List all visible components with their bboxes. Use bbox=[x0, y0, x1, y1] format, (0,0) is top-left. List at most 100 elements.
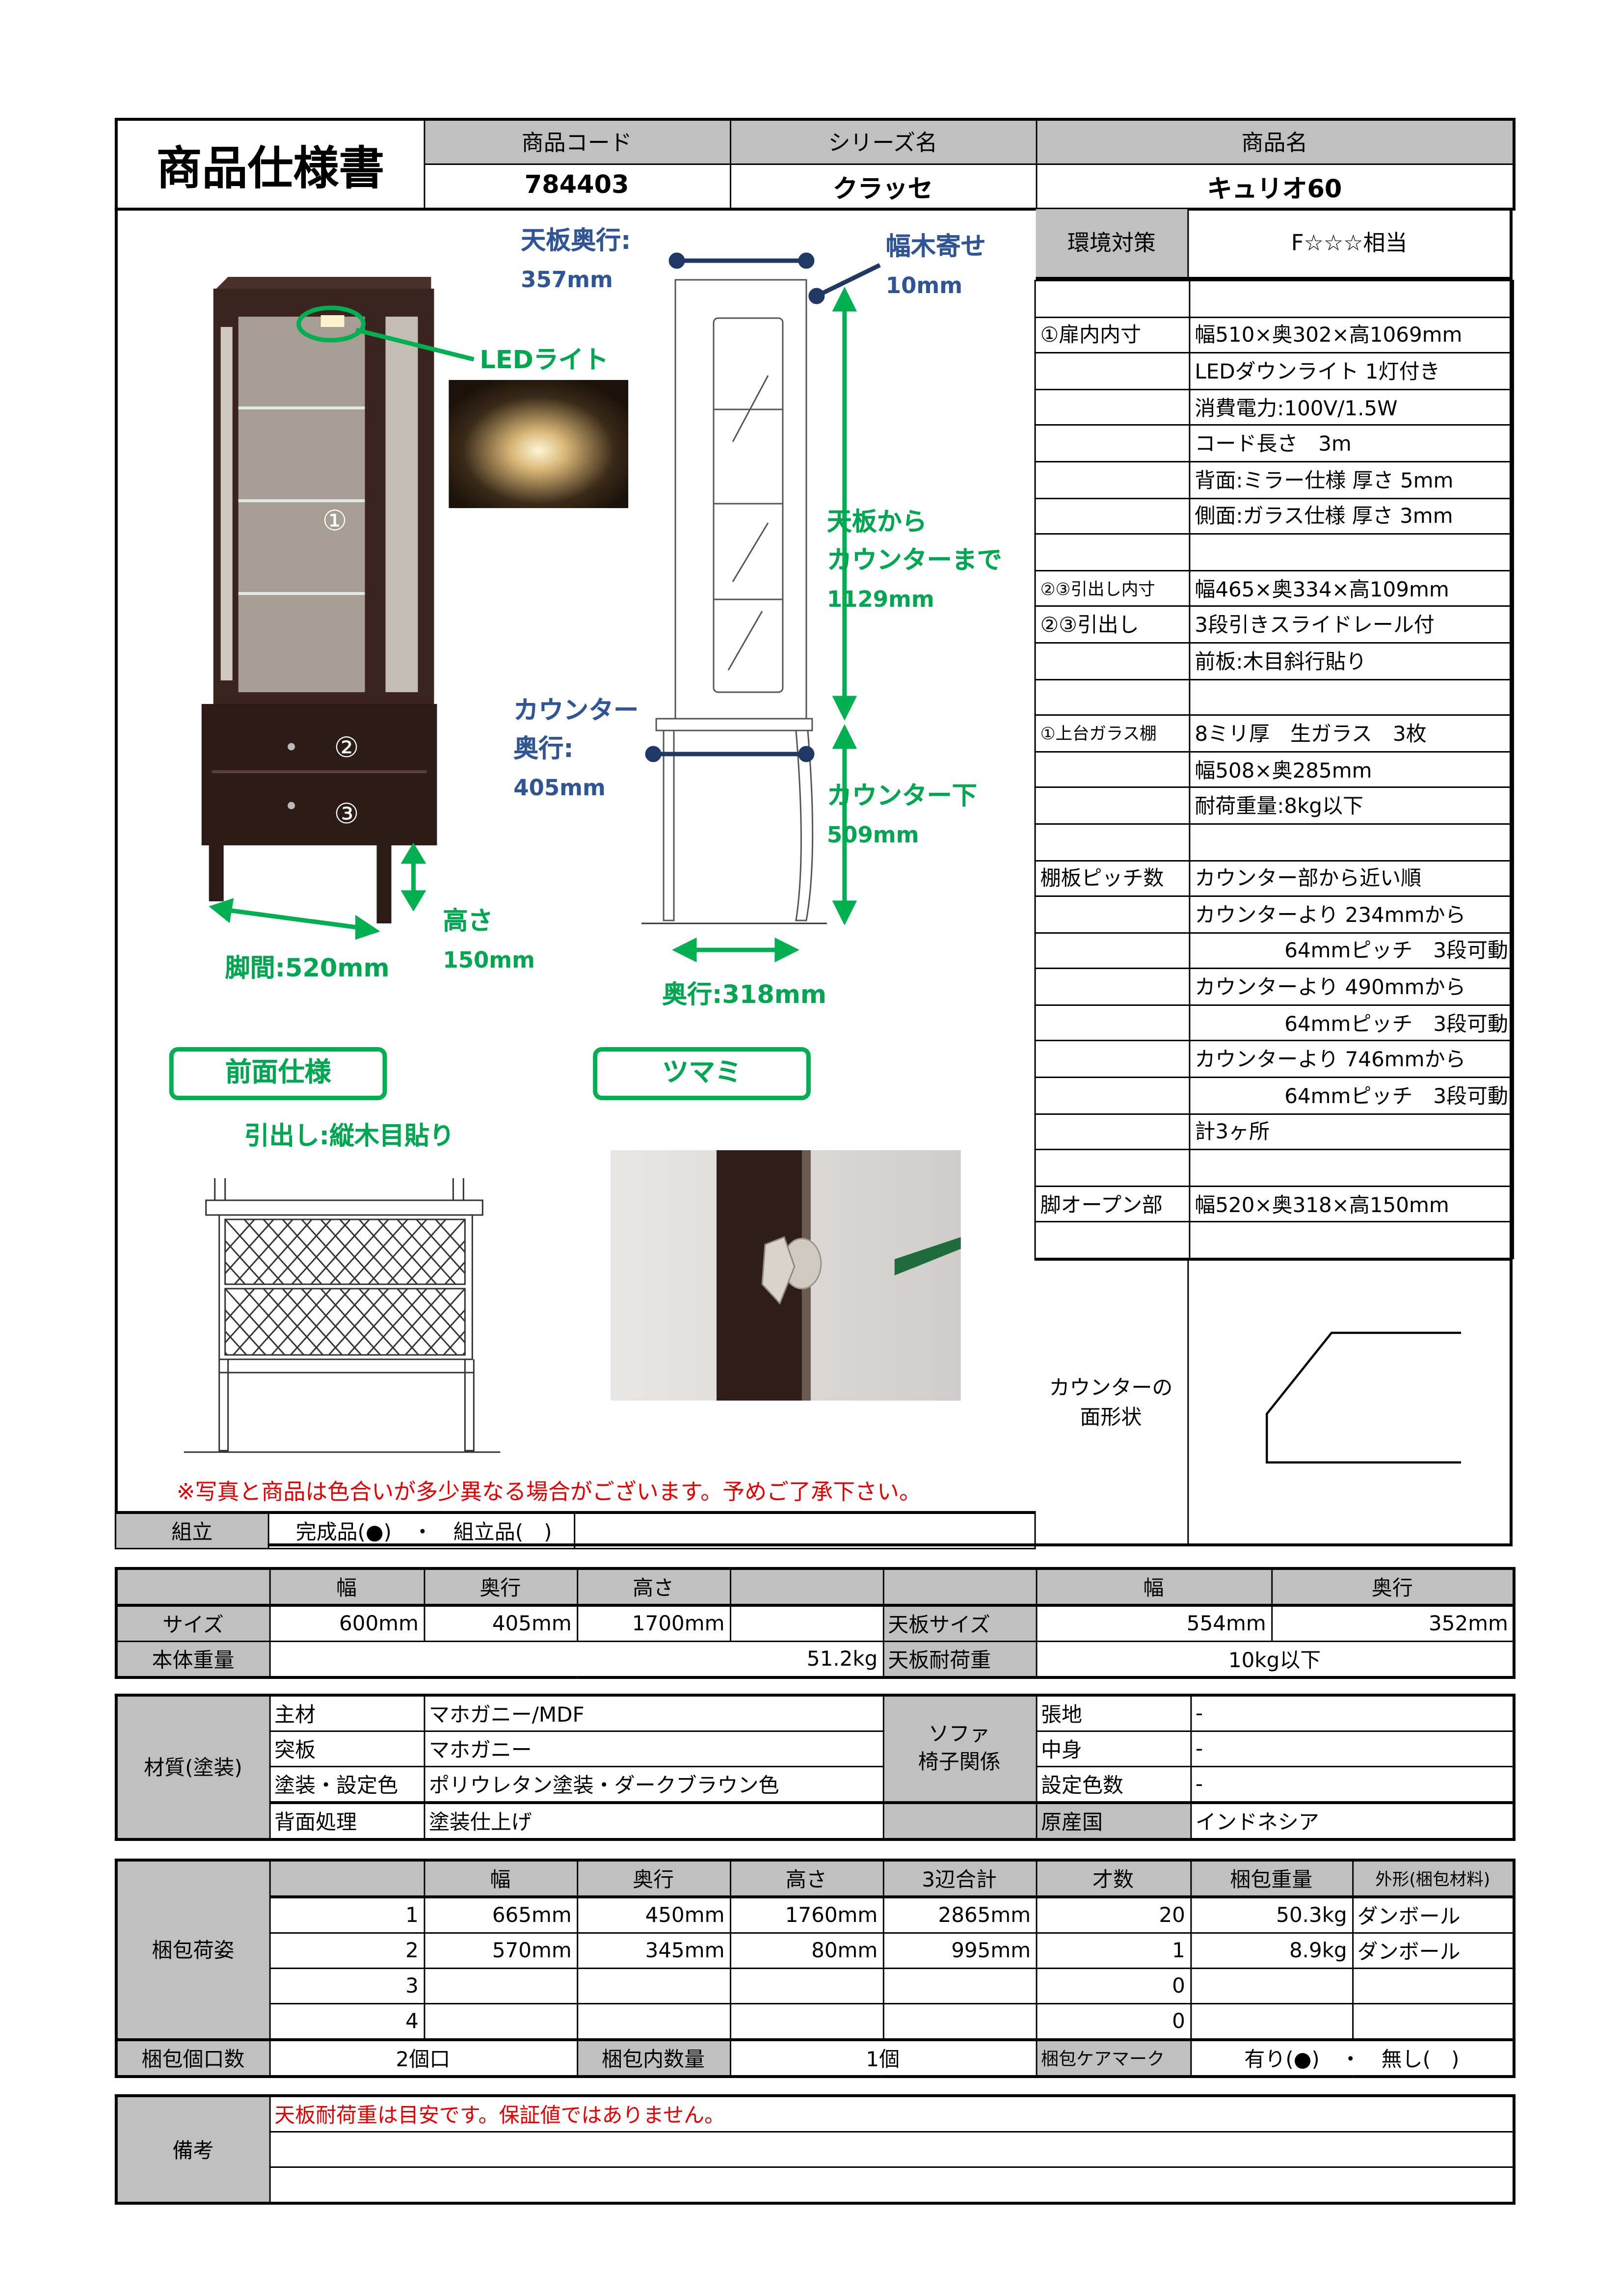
wood-grain-line bbox=[339, 1288, 400, 1355]
spec-row-value: 8ミリ厚 生ガラス 3枚 bbox=[1189, 714, 1514, 753]
top-size-header-depth: 奥行 bbox=[1270, 1567, 1515, 1606]
color-disclaimer: ※写真と商品は色合いが多少異なる場合がございます。予めご了承下さい。 bbox=[176, 1479, 921, 1505]
counter-depth-label-2: 奥行: bbox=[513, 735, 574, 764]
remarks-line bbox=[268, 2131, 1515, 2168]
spec-row-label bbox=[1034, 678, 1191, 716]
size-depth: 405mm bbox=[423, 1604, 578, 1642]
dimension-arrows-green bbox=[209, 286, 857, 963]
knob-button[interactable]: ツマミ bbox=[593, 1047, 811, 1100]
marker-1: ① bbox=[322, 505, 347, 538]
top-to-counter-value: 1129mm bbox=[826, 586, 934, 613]
wood-grain-line bbox=[233, 1288, 293, 1355]
top-to-counter-label-1: 天板から bbox=[826, 508, 927, 538]
spec-row: LEDダウンライト 1灯付き bbox=[1034, 352, 1514, 390]
top-depth-label: 天板奥行: bbox=[521, 227, 631, 256]
spec-row: ②③引出し内寸幅465×奥334×高109mm bbox=[1034, 569, 1514, 608]
material-label: 材質(塗装) bbox=[115, 1694, 270, 1840]
packing-cell bbox=[1189, 1968, 1353, 2004]
wood-grain-line bbox=[225, 1219, 274, 1285]
under-counter-label: カウンター下 bbox=[826, 782, 977, 811]
spec-row-value bbox=[1189, 1221, 1514, 1260]
spec-row-value: 計3ヶ所 bbox=[1189, 1112, 1514, 1151]
front-spec-button[interactable]: 前面仕様 bbox=[169, 1047, 387, 1100]
product-name: キュリオ60 bbox=[1035, 162, 1515, 210]
wood-grain-line bbox=[397, 1219, 456, 1285]
material-row-value: マホガニー/MDF bbox=[423, 1694, 884, 1732]
spec-row: 脚オープン部幅520×奥318×高150mm bbox=[1034, 1185, 1514, 1223]
packing-cell bbox=[576, 1968, 731, 2004]
leg-span-label: 脚間:520mm bbox=[225, 954, 390, 984]
packing-cell bbox=[729, 1968, 884, 2004]
dimension-lines-blue bbox=[645, 252, 881, 762]
wood-grain-line bbox=[444, 1219, 465, 1285]
spec-row-value bbox=[1189, 1149, 1514, 1187]
spec-row-value: 背面:ミラー仕様 厚さ 5mm bbox=[1189, 460, 1514, 499]
packing-cell bbox=[882, 1968, 1037, 2004]
wood-grain-line bbox=[320, 1288, 381, 1355]
spec-row-label: 脚オープン部 bbox=[1034, 1185, 1191, 1223]
wood-grain-line bbox=[435, 1288, 465, 1355]
weight-label: 本体重量 bbox=[115, 1641, 270, 1678]
packing-cell: 3 bbox=[268, 1968, 425, 2004]
packing-cell: 0 bbox=[1035, 2003, 1191, 2041]
spec-row-label bbox=[1034, 280, 1191, 318]
packing-header: 幅 bbox=[423, 1859, 578, 1898]
wood-grain-line bbox=[406, 1219, 465, 1285]
wood-grain-line bbox=[225, 1219, 284, 1285]
spec-row-label bbox=[1034, 1040, 1191, 1079]
spec-row-label bbox=[1034, 460, 1191, 499]
packing-cell: 8.9kg bbox=[1189, 1932, 1353, 1969]
product-code: 784403 bbox=[423, 162, 731, 210]
blank-cell bbox=[268, 1859, 425, 1898]
material-table: 材質(塗装) 主材 マホガニー/MDF ソファ椅子関係 張地 - 突板 マホガニ… bbox=[114, 1694, 1516, 1841]
leg-height-value: 150mm bbox=[443, 947, 535, 973]
spec-row: 計3ヶ所 bbox=[1034, 1112, 1514, 1151]
spec-row-label: ②③引出し内寸 bbox=[1034, 569, 1191, 608]
size-label: サイズ bbox=[115, 1604, 270, 1642]
spec-row-value: 消費電力:100V/1.5W bbox=[1189, 388, 1514, 427]
packing-header: 外形(梱包材料) bbox=[1351, 1859, 1515, 1898]
package-count: 2個口 bbox=[268, 2039, 578, 2078]
spec-row-value: 幅508×奥285mm bbox=[1189, 751, 1514, 788]
packing-cell: 2865mm bbox=[882, 1896, 1037, 1934]
remarks-table: 備考 天板耐荷重は目安です。保証値ではありません。 bbox=[114, 2094, 1516, 2205]
series-label: シリーズ名 bbox=[729, 118, 1037, 164]
wood-grain-line bbox=[339, 1219, 399, 1285]
packing-header: 梱包重量 bbox=[1189, 1859, 1353, 1898]
counter-depth-value: 405mm bbox=[513, 775, 606, 801]
top-size-width: 554mm bbox=[1035, 1604, 1272, 1642]
spec-row-value: 耐荷重量:8kg以下 bbox=[1189, 786, 1514, 825]
counter-shape-label-cell: カウンターの 面形状 bbox=[1034, 1259, 1189, 1546]
wood-grain-line bbox=[424, 1288, 465, 1355]
spec-row: 背面:ミラー仕様 厚さ 5mm bbox=[1034, 460, 1514, 499]
spec-row-value: LEDダウンライト 1灯付き bbox=[1189, 352, 1514, 390]
spec-row-value bbox=[1189, 280, 1514, 318]
remarks-line: 天板耐荷重は目安です。保証値ではありません。 bbox=[268, 2095, 1515, 2133]
packing-cell: 1 bbox=[268, 1896, 425, 1934]
spec-row-label bbox=[1034, 751, 1191, 788]
spec-row-value: 幅510×奥302×高1069mm bbox=[1189, 316, 1514, 354]
wood-grain-line bbox=[291, 1219, 351, 1285]
wood-grain-line bbox=[301, 1288, 362, 1355]
material-row-value: ポリウレタン塗装・ダークブラウン色 bbox=[423, 1766, 884, 1804]
spec-row-label bbox=[1034, 823, 1191, 861]
packing-cell: 0 bbox=[1035, 1968, 1191, 2004]
size-height: 1700mm bbox=[576, 1604, 731, 1642]
spec-row-value: 64mmピッチ 3段可動 bbox=[1189, 932, 1514, 970]
wood-grain-line bbox=[358, 1219, 418, 1285]
top-to-counter-label-2: カウンターまで bbox=[826, 546, 1002, 576]
spec-row-value: カウンター部から近い順 bbox=[1189, 859, 1514, 897]
material-row-label: 突板 bbox=[268, 1730, 425, 1767]
leg-height-label: 高さ bbox=[443, 907, 493, 937]
wood-grain-line bbox=[377, 1219, 437, 1285]
spec-row-value: 側面:ガラス仕様 厚さ 3mm bbox=[1189, 497, 1514, 535]
spec-row-value bbox=[1189, 533, 1514, 571]
packing-cell: 1760mm bbox=[729, 1896, 884, 1934]
spec-row-label: ②③引出し bbox=[1034, 606, 1191, 644]
counter-shape-label-2: 面形状 bbox=[1080, 1406, 1142, 1430]
spec-row: 64mmピッチ 3段可動 bbox=[1034, 1004, 1514, 1042]
spec-row-value: 前板:木目斜行貼り bbox=[1189, 642, 1514, 680]
